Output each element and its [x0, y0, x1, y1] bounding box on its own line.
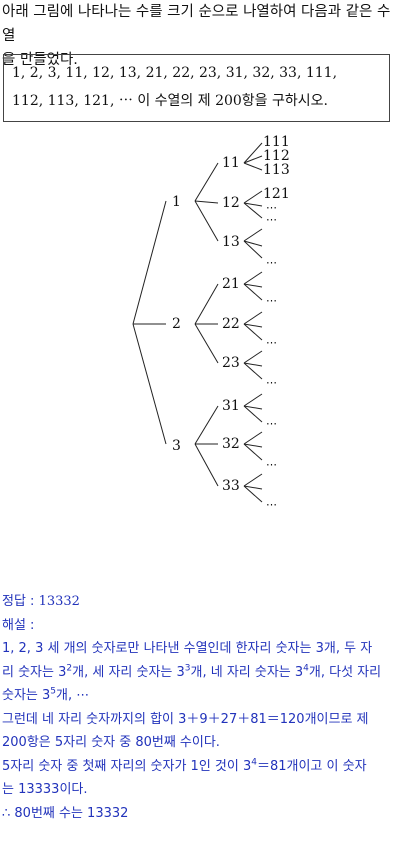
tree-node-31: 31 — [222, 398, 240, 414]
question-line-2: 을 만들었다. — [2, 52, 78, 68]
svg-text:⋯: ⋯ — [266, 201, 277, 214]
branch-1-12 — [194, 200, 219, 204]
tree-node-2: 2 — [172, 316, 181, 332]
tree-node-12: 12 — [222, 195, 240, 211]
svg-text:⋯: ⋯ — [266, 498, 277, 511]
explanation-line-3: 숫자는 35개, ⋯ — [2, 686, 90, 703]
tree-node-21: 21 — [222, 276, 240, 292]
explanation-line-1: 1, 2, 3 세 개의 숫자로만 나타낸 수열인데 한자리 숫자는 3개, 두… — [2, 641, 373, 656]
explanation-line-6: 5자리 숫자 중 첫째 자리의 숫자가 1인 것이 34＝81개이고 이 숫자 — [2, 757, 367, 774]
tree-node-113: 113 — [263, 162, 290, 178]
tree-node-121: 121 — [263, 186, 290, 202]
question-text: 아래 그림에 나타나는 수를 크기 순으로 나열하여 다음과 같은 수열 을 만… — [2, 0, 398, 72]
tree-node-111: 111 — [263, 134, 290, 150]
answer-value: 13332 — [38, 594, 80, 609]
svg-text:⋯: ⋯ — [266, 256, 277, 269]
branch-1-13 — [194, 200, 219, 242]
explanation-line-5: 200항은 5자리 숫자 중 80번째 수이다. — [2, 735, 220, 750]
explanation-line-2: 리 숫자는 32개, 세 자리 숫자는 33개, 네 자리 숫자는 34개, 다… — [2, 663, 382, 680]
svg-text:⋯: ⋯ — [266, 294, 277, 307]
sequence-line-1: 1, 2, 3, 11, 12, 13, 21, 22, 23, 31, 32,… — [12, 65, 338, 81]
sequence-box: 1, 2, 3, 11, 12, 13, 21, 22, 23, 31, 32,… — [3, 54, 390, 122]
branch-2-23 — [194, 323, 219, 364]
branch-3-33 — [194, 443, 219, 487]
branch-1-11 — [194, 162, 219, 202]
tree-node-32: 32 — [222, 436, 240, 452]
tree-node-23: 23 — [222, 355, 240, 371]
tree-node-13: 13 — [222, 234, 240, 250]
ellipsis-marks: ⋯ ⋯ ⋯ ⋯ ⋯ ⋯ ⋯ ⋯ ⋯ — [266, 201, 277, 511]
branch-root-3 — [132, 323, 167, 445]
question-line-1: 아래 그림에 나타나는 수를 크기 순으로 나열하여 다음과 같은 수열 — [2, 4, 391, 44]
branch-root-1 — [132, 200, 167, 325]
explanation-line-4: 그런데 네 자리 숫자까지의 합이 3＋9＋27＋81＝120개이므로 제 — [2, 711, 369, 727]
third-level-branches — [243, 142, 263, 503]
svg-text:⋯: ⋯ — [266, 336, 277, 349]
sequence-line-2: 112, 113, 121, ⋯ 이 수열의 제 200항을 구하시오. — [12, 93, 328, 109]
svg-text:⋯: ⋯ — [266, 213, 277, 226]
answer-label: 정답 : — [2, 594, 35, 609]
explanation-label: 해설 : — [2, 617, 35, 633]
tree-node-22: 22 — [222, 316, 240, 332]
svg-text:⋯: ⋯ — [266, 417, 277, 430]
svg-text:⋯: ⋯ — [266, 376, 277, 389]
tree-node-33: 33 — [222, 478, 240, 494]
explanation-line-7: 는 13333이다. — [2, 782, 88, 797]
tree-node-112: 112 — [263, 148, 290, 164]
answer-line: 정답 : 13332 — [2, 590, 398, 614]
tree-node-1: 1 — [172, 194, 181, 210]
svg-text:⋯: ⋯ — [266, 458, 277, 471]
tree-node-3: 3 — [172, 438, 181, 454]
branch-3-31 — [194, 405, 219, 445]
branch-2-21 — [194, 283, 219, 325]
explanation-line-8: ∴ 80번째 수는 13332 — [2, 805, 129, 821]
number-tree-diagram: 1 2 3 11 12 13 21 22 23 31 32 33 — [132, 134, 290, 511]
tree-node-11: 11 — [222, 155, 240, 171]
answer-section: 정답 : 13332 해설 : 1, 2, 3 세 개의 숫자로만 나타낸 수열… — [2, 590, 398, 825]
